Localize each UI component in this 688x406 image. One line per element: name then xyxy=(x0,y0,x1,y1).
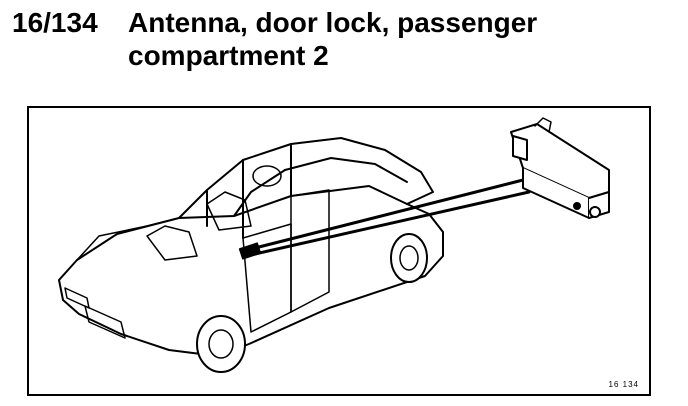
rear-door xyxy=(242,223,292,333)
leader-line-upper xyxy=(253,178,525,250)
antenna-screw-2 xyxy=(573,202,581,210)
sedan-with-door-lock-antenna-icon xyxy=(58,117,610,373)
rear-seat xyxy=(146,225,198,261)
figure-frame: 16 134 xyxy=(27,106,651,396)
leader-line-lower xyxy=(253,190,531,256)
steering-wheel xyxy=(252,165,282,187)
front-wheel xyxy=(390,233,428,283)
antenna-clip xyxy=(534,117,552,133)
figure-code: 16 134 xyxy=(608,380,639,389)
section-title: Antenna, door lock, passenger compartmen… xyxy=(128,7,538,71)
antenna-connector xyxy=(512,135,528,161)
car-cabin-line xyxy=(233,157,408,217)
rear-wheel xyxy=(196,315,246,373)
car-roof xyxy=(178,137,434,219)
front-seat xyxy=(206,191,252,231)
antenna-screw xyxy=(589,206,601,218)
front-door xyxy=(290,189,330,313)
rear-lamp xyxy=(64,287,90,309)
front-wheel-hub xyxy=(399,245,419,271)
section-number: 16/134 xyxy=(12,7,98,38)
rear-wheel-hub xyxy=(208,329,234,359)
rear-window xyxy=(76,217,180,261)
car-body-outline xyxy=(58,185,444,357)
license-plate xyxy=(84,305,126,339)
